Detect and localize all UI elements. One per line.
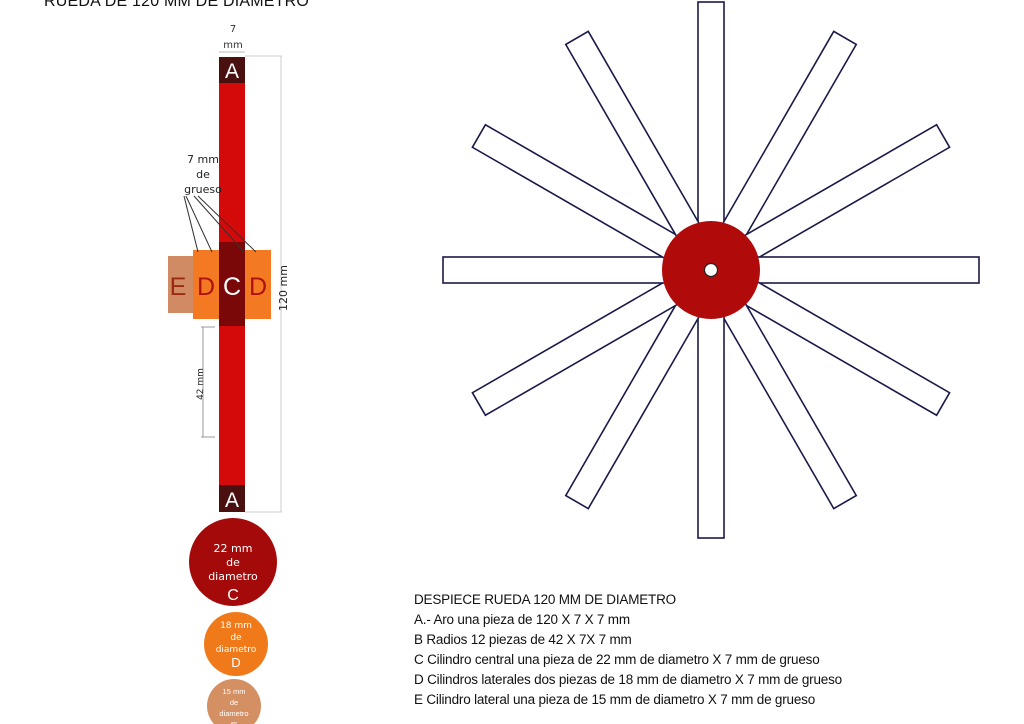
spoke-dim-label: 42 mm [196,368,206,400]
spoke-10 [442,256,673,284]
thickness-note-1: 7 mm [187,153,219,166]
label-d-left: D [197,273,215,301]
top-dim-unit: mm [223,40,242,51]
hub-d-right-block [244,250,271,319]
thickness-note-3: grueso [184,183,222,196]
label-d-right: D [249,273,267,301]
cylinder-c-line-3: diametro [208,570,258,583]
spoke-4 [749,256,980,284]
label-e: E [170,273,187,301]
label-a-bottom: A [225,489,239,512]
hub-e-block [168,256,194,313]
cylinder-discs: 22 mm de diametro C 18 mm de diametro D … [189,518,277,724]
parts-heading: DESPIECE RUEDA 120 MM DE DIAMETRO [414,592,676,607]
thickness-leaders [183,195,257,253]
cylinder-c-line-2: de [226,556,240,569]
cylinder-e-line-1: 15 mm [223,687,246,696]
spoke-7 [697,308,725,539]
cylinder-d-letter: D [231,655,240,670]
part-c: C Cilindro central una pieza de 22 mm de… [414,652,820,667]
side-profile: A A E D C D 7 mm 120 mm 42 mm 7 mm de gr… [168,24,290,513]
part-b: B Radios 12 piezas de 42 X 7X 7 mm [414,632,632,647]
hub-c-block [219,242,245,326]
cylinder-c-letter: C [227,587,239,604]
cylinder-c-line-1: 22 mm [214,542,253,555]
rim-end-bottom [219,485,245,512]
top-dim-value: 7 [230,24,236,35]
cylinder-e-line-3: diametro [219,709,248,718]
cylinder-d-disc [204,612,268,676]
cylinder-e-line-2: de [230,698,238,707]
parts-list: DESPIECE RUEDA 120 MM DE DIAMETRO A.- Ar… [414,590,842,710]
page-title: RUEDA DE 120 MM DE DIAMETRO [44,0,310,10]
part-a: A.- Aro una pieza de 120 X 7 X 7 mm [414,612,630,627]
cylinder-c-disc [189,518,277,606]
part-d: D Cilindros laterales dos piezas de 18 m… [414,672,842,687]
cylinder-d-line-2: de [230,633,242,643]
thickness-note-2: de [196,168,210,181]
label-a-top: A [225,60,239,83]
cylinder-e-disc [207,679,261,724]
cylinder-d-line-1: 18 mm [220,621,252,631]
part-e: E Cilindro lateral una pieza de 15 mm de… [414,692,816,707]
label-c: C [223,273,241,301]
wheel-front-view [442,1,980,539]
length-dim-label: 120 mm [277,265,290,311]
axle-hole [703,262,719,278]
hub-d-left-block [193,250,220,319]
spoke-1 [697,1,725,232]
rim-end-top [219,57,245,83]
cylinder-d-line-3: diametro [216,645,257,655]
cylinder-e-letter: E [230,721,237,724]
